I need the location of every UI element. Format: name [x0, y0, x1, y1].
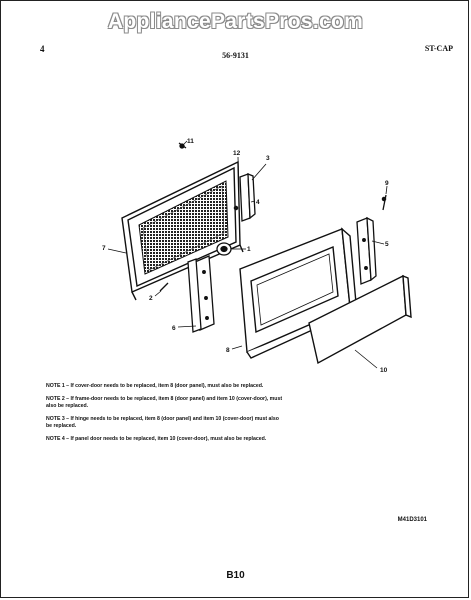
- callout-10: 10: [380, 367, 388, 374]
- leader-lines: [107, 140, 388, 369]
- note-1: NOTE 1 – If cover-door needs to be repla…: [46, 383, 264, 389]
- callout-5: 5: [385, 241, 389, 248]
- callout-12: 12: [233, 150, 241, 157]
- hinge-right-part: [356, 216, 377, 285]
- hinge-left-part: [187, 255, 215, 333]
- callout-1: 1: [247, 246, 251, 253]
- callout-2: 2: [149, 295, 153, 302]
- callout-7: 7: [102, 245, 106, 252]
- screw-part: [381, 194, 387, 211]
- hinge-bracket-part: [233, 173, 256, 222]
- header-model: 56-9131: [222, 51, 249, 60]
- notes-block: NOTE 1 – If cover-door needs to be repla…: [46, 383, 286, 449]
- header-left: 4: [40, 44, 45, 54]
- cover-door-part: [308, 274, 412, 365]
- note-4: NOTE 4 – If panel door needs to be repla…: [46, 436, 267, 443]
- page-number: B10: [226, 570, 245, 581]
- note-3: NOTE 3 – If hinge needs to be replaced, …: [46, 416, 279, 429]
- callout-3: 3: [266, 155, 270, 162]
- frame-door-part: [121, 160, 244, 301]
- note-2: NOTE 2 – If frame-door needs to be repla…: [46, 396, 283, 409]
- callout-6: 6: [172, 325, 176, 332]
- watermark: AppliancePartsPros.com: [107, 10, 364, 33]
- header-right: ST-CAP: [424, 44, 453, 53]
- callout-8: 8: [226, 347, 230, 354]
- handle-knob-part: [216, 242, 232, 256]
- callout-9: 9: [385, 180, 389, 187]
- callout-11: 11: [187, 138, 194, 145]
- callout-4: 4: [256, 199, 260, 206]
- reference-code: M41D3101: [397, 517, 427, 523]
